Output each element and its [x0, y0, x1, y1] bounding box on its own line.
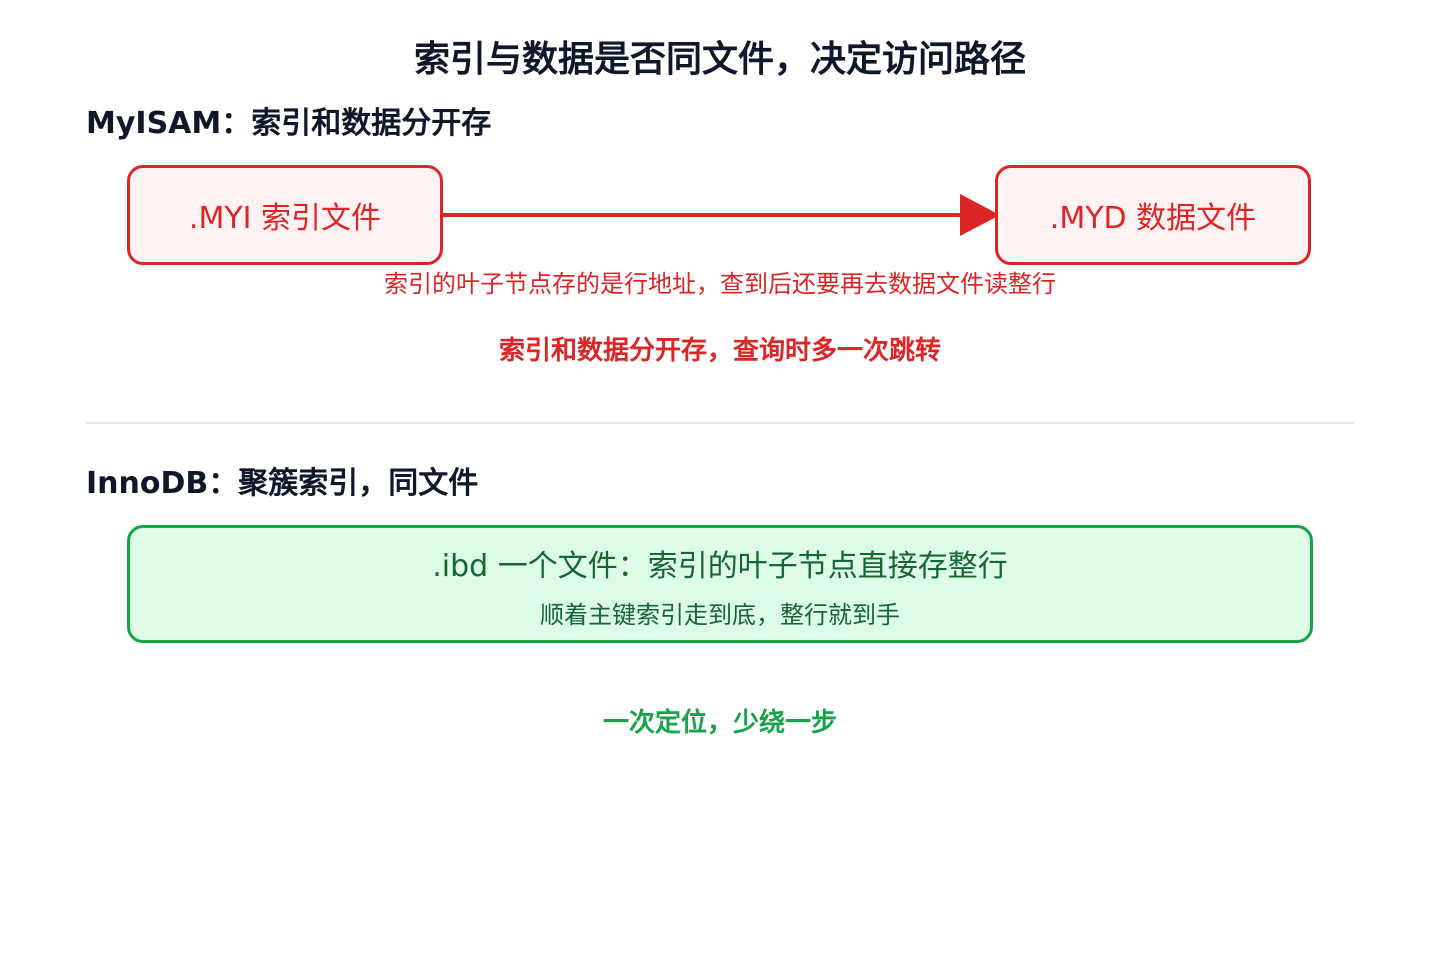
innodb-heading: InnoDB：聚簇索引，同文件	[86, 466, 479, 501]
ibd-file-box: .ibd 一个文件：索引的叶子节点直接存整行 顺着主键索引走到底，整行就到手	[127, 525, 1313, 643]
innodb-conclusion: 一次定位，少绕一步	[602, 708, 837, 738]
right-arrow-icon	[442, 194, 1000, 236]
myisam-conclusion: 索引和数据分开存，查询时多一次跳转	[498, 336, 941, 366]
myi-index-file-label: .MYI 索引文件	[188, 201, 382, 236]
myd-data-file-box: .MYD 数据文件	[995, 165, 1311, 265]
myisam-heading: MyISAM：索引和数据分开存	[86, 106, 492, 141]
myi-index-file-box: .MYI 索引文件	[127, 165, 443, 265]
myisam-caption: 索引的叶子节点存的是行地址，查到后还要再去数据文件读整行	[384, 270, 1056, 298]
ibd-file-main-label: .ibd 一个文件：索引的叶子节点直接存整行	[432, 549, 1008, 584]
arrow-head	[960, 194, 1000, 236]
section-divider	[86, 422, 1354, 424]
page-title: 索引与数据是否同文件，决定访问路径	[413, 39, 1026, 80]
myd-data-file-label: .MYD 数据文件	[1049, 201, 1257, 236]
ibd-file-sub-label: 顺着主键索引走到底，整行就到手	[540, 601, 900, 629]
